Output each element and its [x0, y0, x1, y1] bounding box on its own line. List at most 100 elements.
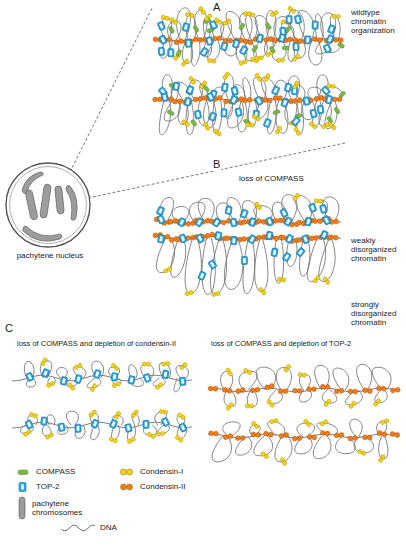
condensin-i-symbol-part [165, 16, 170, 21]
top2-symbol-part [293, 119, 298, 124]
top2-symbol [182, 23, 190, 32]
top2-symbol-part [182, 23, 190, 32]
condensin-ii-symbol-part [273, 236, 279, 242]
legend-item: TOP-2 [14, 481, 59, 493]
top2-symbol-part [232, 97, 236, 102]
condensin-ii-symbol [312, 36, 322, 42]
condensin-i-symbol-part [255, 116, 261, 122]
top2-symbol-part [217, 233, 221, 238]
top2-symbol [301, 234, 310, 244]
top2-symbol [304, 217, 312, 226]
top2-symbol-part [268, 219, 272, 224]
top2-symbol-part [125, 423, 133, 432]
top2-symbol-part [145, 375, 149, 380]
condensin-i-symbol-part [249, 404, 253, 408]
top2-symbol-part [208, 112, 217, 122]
top2-symbol-part [179, 423, 188, 433]
top2-symbol [143, 373, 151, 383]
top2-symbol [159, 35, 168, 45]
top2-symbol-part [303, 96, 311, 105]
condensin-i-symbol-part [318, 199, 323, 204]
top2-symbol [320, 204, 328, 213]
condensin-i-symbol [292, 53, 301, 62]
top2-symbol-part [222, 44, 226, 49]
condensin-ii-symbol-part [227, 433, 233, 439]
annotation-label: pachytene nucleus [3, 251, 97, 260]
condensin-ii-symbol [320, 384, 330, 389]
top2-depleted-chromatin [208, 364, 400, 467]
top2-symbol-part [163, 95, 167, 100]
top2-symbol-part [200, 273, 204, 278]
chromatin-loop [325, 100, 337, 129]
condensin-ii-symbol [235, 387, 245, 394]
top2-symbol-part [210, 262, 215, 267]
condensin-ii-symbol-part [153, 233, 158, 238]
annotation-label: loss of COMPASS and depletion of TOP-2 [210, 340, 352, 349]
top2-symbol-part [291, 116, 301, 126]
chromatin-loop [243, 78, 251, 100]
top2-symbol-part [305, 36, 311, 44]
top2-symbol-part [194, 110, 202, 119]
condensin-ii-symbol-part [313, 235, 318, 240]
top2-symbol-part [314, 23, 317, 28]
condensin-ii-symbol-part [381, 431, 387, 437]
condensin-ii-symbol-part [167, 37, 172, 42]
top2-symbol [317, 105, 324, 114]
condensin-ii-symbol [390, 387, 400, 393]
top2-symbol [322, 215, 331, 225]
top2-symbol-part [254, 96, 263, 106]
top2-symbol-part [268, 233, 271, 238]
top2-symbol-part [229, 95, 238, 105]
condensin-ii-symbol-part [169, 237, 175, 243]
top2-symbol-part [212, 217, 221, 227]
top2-symbol-part [186, 85, 194, 95]
condensin-ii-symbol-part [193, 37, 198, 42]
condensin-ii-symbol-part [307, 434, 312, 439]
top2-symbol [179, 377, 186, 386]
chromatin-loop [309, 40, 322, 65]
condensin-i-symbol-part [331, 84, 336, 89]
condensin-i-symbol [323, 398, 332, 407]
top2-symbol-part [257, 98, 262, 103]
condensin-i-symbol-part [276, 58, 281, 63]
condensin-i-symbol [270, 10, 279, 17]
legend-swatch-part [121, 484, 127, 490]
condensin-ii-symbol-part [248, 40, 254, 46]
top2-symbol-part [312, 111, 316, 116]
condensin-ii-symbol-part [292, 436, 297, 441]
condensin-ii-symbol-part [317, 37, 323, 43]
chromatin-loop [66, 411, 78, 425]
top2-symbol-part [62, 378, 66, 383]
zoom-line [88, 143, 345, 198]
condensin-i-symbol [292, 80, 300, 89]
condensin-ii-symbol-part [263, 431, 269, 437]
condensin-ii-symbol-part [313, 219, 318, 224]
top2-symbol-part [221, 83, 228, 92]
zoom-line [70, 8, 152, 172]
top2-symbol-part [130, 377, 133, 382]
top2-symbol-part [143, 420, 149, 428]
condensin-ii-symbol-part [278, 389, 283, 394]
legend-swatch-part [121, 469, 127, 475]
panel-letter: A [212, 1, 221, 14]
top2-symbol-part [28, 374, 32, 379]
top2-symbol-part [179, 377, 186, 386]
top2-symbol [75, 424, 81, 432]
chromatin-loop [195, 10, 208, 40]
condensin-ii-symbol [153, 97, 163, 102]
condensin-ii-symbol [242, 97, 252, 103]
top2-symbol-part [158, 208, 162, 213]
condensin-i-symbol-part [277, 125, 283, 131]
top2-symbol [231, 237, 238, 245]
condensin-ii-symbol-part [242, 237, 247, 242]
condensin-ii-symbol-part [225, 236, 230, 241]
condensin-ii-symbol-part [272, 38, 277, 43]
condensin-ii-symbol-part [263, 37, 269, 43]
top2-symbol [156, 206, 165, 216]
top2-symbol [91, 419, 100, 429]
chromatin-loop [176, 366, 189, 378]
top2-symbol-part [296, 17, 300, 22]
condensin-ii-symbol-part [352, 435, 357, 440]
chromatin-loop [243, 238, 255, 294]
condensin-ii-symbol-part [256, 432, 261, 437]
